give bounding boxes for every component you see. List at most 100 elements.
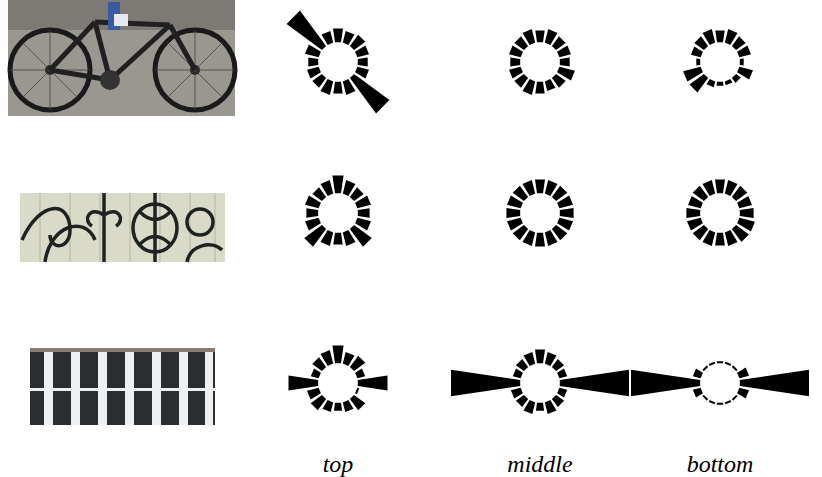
histogram-bin: [740, 59, 744, 66]
histogram-bin: [552, 395, 564, 407]
histogram-bin: [560, 58, 570, 67]
histogram-bin: [737, 218, 755, 232]
histogram-bin: [306, 208, 318, 217]
histogram-bin: [717, 82, 724, 86]
histogram-bin: [509, 46, 523, 58]
histogram-bin: [333, 28, 343, 42]
histogram-bin: [513, 369, 523, 379]
histogram-bin: [358, 208, 370, 217]
histogram-bin: [545, 29, 558, 45]
histogram-bin: [690, 74, 709, 93]
histogram-bin: [535, 179, 545, 193]
histogram-bin: [740, 370, 809, 397]
histogram-bin: [507, 196, 523, 209]
histogram-bin: [709, 400, 716, 404]
histogram-bin: [535, 349, 545, 363]
histogram-bin: [709, 362, 716, 366]
histogram-bin: [355, 218, 371, 231]
histogram-bin: [717, 361, 724, 363]
histogram-bin: [703, 230, 716, 246]
histogram-bin: [287, 11, 327, 51]
histogram-bin: [691, 47, 703, 58]
column-label: top: [323, 451, 354, 477]
bicycle-photo: [8, 0, 235, 116]
histogram-bin: [707, 79, 716, 87]
histogram-bin: [725, 362, 732, 366]
histogram-bin: [702, 365, 708, 371]
histogram-bin: [332, 345, 343, 363]
histogram-bin: [308, 58, 318, 67]
histogram-bin: [358, 58, 368, 67]
histogram-bin: [737, 67, 753, 80]
histogram-bin: [535, 233, 545, 247]
histogram-bin: [732, 365, 738, 371]
histogram-bin: [557, 388, 567, 398]
histogram-bin: [693, 388, 703, 398]
histogram-bin: [545, 352, 557, 366]
histogram-bin: [511, 388, 523, 399]
histogram-bin: [560, 208, 574, 218]
histogram-bin: [323, 400, 334, 412]
histogram-bin: [560, 370, 629, 397]
column-label: middle: [507, 451, 572, 477]
histogram-bin: [740, 208, 754, 218]
histogram-bin: [725, 29, 738, 45]
histogram-bin: [355, 67, 369, 79]
histogram-bin: [350, 395, 365, 410]
histogram-bin: [552, 359, 564, 371]
railing-photo: [20, 193, 225, 262]
histogram-bin: [732, 74, 741, 83]
histogram-bin: [333, 82, 342, 94]
histogram-bin: [516, 359, 528, 371]
histogram-bin: [332, 175, 343, 193]
histogram-bin: [535, 82, 544, 94]
histogram-bin: [702, 395, 708, 401]
histogram-bin: [524, 400, 536, 414]
histogram-bin: [717, 403, 724, 405]
histogram-bin: [688, 196, 703, 208]
window-photo: [30, 348, 215, 425]
histogram-bin: [693, 369, 703, 379]
histogram-bin: [350, 225, 372, 247]
histogram-bin: [333, 233, 342, 245]
histogram-bin: [510, 58, 520, 67]
histogram-bin: [321, 79, 334, 95]
histogram-bin: [305, 196, 321, 209]
histogram-bin: [715, 179, 725, 193]
histogram-bin: [523, 230, 536, 246]
histogram-bin: [545, 180, 558, 196]
histogram-bin: [725, 79, 733, 85]
histogram-bin: [451, 370, 520, 397]
histogram-bin: [321, 230, 334, 246]
column-label: bottom: [687, 451, 754, 477]
histogram-bin: [311, 369, 321, 379]
histogram-bin: [725, 180, 738, 196]
histogram-bin: [305, 45, 321, 58]
histogram-bin: [358, 376, 388, 391]
histogram-bin: [506, 208, 520, 218]
histogram-bin: [686, 208, 700, 218]
histogram-bin: [350, 74, 390, 114]
histogram-bin: [535, 30, 544, 42]
histogram-bin: [715, 30, 724, 42]
histogram-bin: [304, 225, 326, 247]
histogram-bin: [536, 403, 544, 411]
histogram-bin: [696, 59, 700, 66]
histogram-bin: [334, 403, 342, 411]
histogram-bin: [343, 180, 356, 196]
histogram-bin: [343, 352, 355, 366]
histogram-bin: [355, 369, 365, 379]
histogram-bin: [343, 31, 355, 45]
histogram-bin: [715, 233, 725, 246]
histogram-bin: [516, 395, 528, 407]
histogram-bin: [523, 79, 536, 95]
histogram-bin: [343, 400, 354, 412]
histogram-bin: [355, 388, 359, 395]
histogram-bin: [737, 368, 749, 379]
histogram-bin: [631, 370, 700, 397]
histogram-bin: [557, 218, 573, 231]
histogram-bin: [545, 79, 556, 91]
histogram-bin: [289, 376, 319, 391]
histogram-bin: [737, 388, 749, 399]
